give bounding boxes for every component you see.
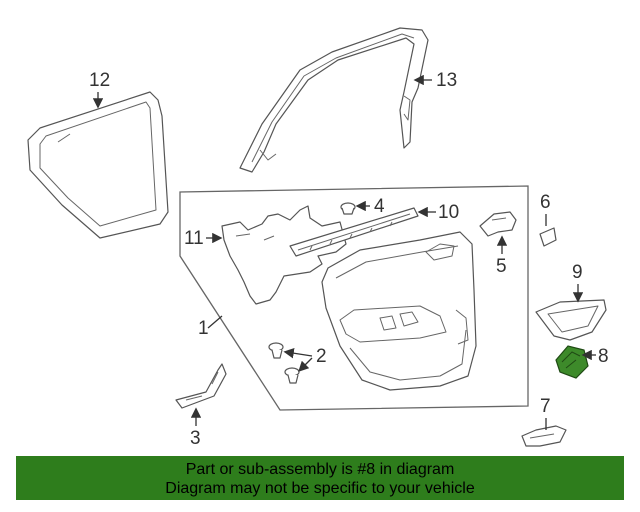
callout-1: 1 — [198, 315, 223, 339]
svg-text:1: 1 — [198, 318, 209, 339]
part-7-pull-cup[interactable] — [521, 425, 567, 447]
part-8-window-switch[interactable] — [555, 345, 589, 379]
part-5-inside-handle[interactable] — [479, 211, 517, 237]
part-9-switch-bezel[interactable] — [535, 299, 607, 341]
banner-line-disclaimer: Diagram may not be specific to your vehi… — [165, 480, 475, 497]
part-3-bracket[interactable] — [175, 363, 227, 409]
part-11-insulator[interactable] — [221, 205, 347, 305]
svg-text:5: 5 — [496, 256, 507, 277]
callout-6: 6 — [540, 192, 551, 226]
part-10-upper-trim-strip[interactable] — [289, 207, 419, 257]
part-2-push-pins[interactable] — [268, 342, 300, 384]
callout-11: 11 — [184, 228, 223, 249]
svg-text:10: 10 — [438, 202, 459, 223]
svg-text:11: 11 — [184, 228, 204, 249]
callout-12: 12 — [89, 70, 110, 109]
svg-text:8: 8 — [598, 346, 609, 367]
part-13-weatherstrip[interactable] — [239, 27, 429, 173]
callout-3: 3 — [190, 407, 202, 449]
svg-text:7: 7 — [540, 396, 551, 417]
svg-text:6: 6 — [540, 192, 551, 213]
part-12-door-glass[interactable] — [27, 91, 169, 239]
part-6-cap[interactable] — [539, 227, 557, 247]
info-banner: Part or sub-assembly is #8 in diagram Di… — [16, 456, 624, 500]
banner-line-part-number: Part or sub-assembly is #8 in diagram — [185, 461, 455, 478]
callout-2: 2 — [283, 346, 327, 372]
callout-7: 7 — [540, 396, 551, 430]
svg-text:4: 4 — [374, 196, 385, 217]
svg-text:13: 13 — [436, 70, 457, 91]
parts-diagram: 12 13 11 10 4 — [27, 27, 609, 449]
callout-9: 9 — [572, 262, 584, 303]
part-4-clip[interactable] — [340, 202, 356, 215]
svg-text:12: 12 — [89, 70, 110, 91]
callout-4: 4 — [355, 196, 385, 217]
callout-13: 13 — [413, 70, 457, 91]
callout-8: 8 — [581, 346, 609, 367]
callout-5: 5 — [496, 235, 508, 277]
callout-10: 10 — [417, 202, 459, 223]
svg-text:3: 3 — [190, 428, 201, 449]
svg-text:2: 2 — [316, 346, 327, 367]
part-1-door-trim-panel[interactable] — [321, 231, 477, 391]
svg-text:9: 9 — [572, 262, 583, 283]
